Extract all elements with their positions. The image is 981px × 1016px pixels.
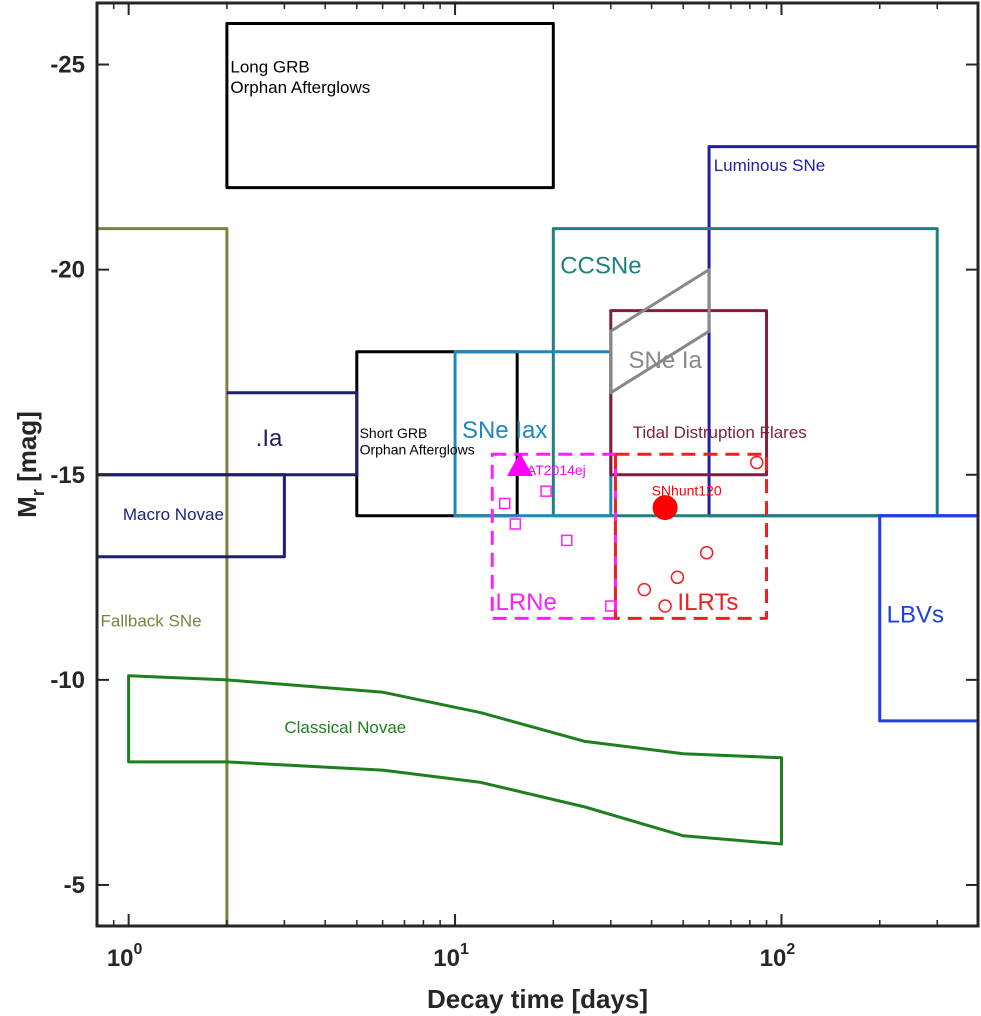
axes-layer: -5 -10 -15 -20 -25 100 101 102 — [50, 1, 980, 972]
region-label-lbvs: LBVs — [887, 601, 944, 628]
region-label-macro-novae: Macro Novae — [123, 505, 224, 524]
y-tick-label-5: -5 — [64, 872, 85, 899]
region-label-long-grb: Long GRB — [230, 58, 309, 77]
region-sne-ia — [609, 268, 711, 395]
marker-at2014ej — [507, 452, 533, 477]
marker-snhunt120 — [652, 495, 678, 521]
region-label-ccsne: CCSNe — [560, 253, 641, 280]
marker-ilrts-2 — [670, 570, 685, 585]
label-snhunt120: SNhunt120 — [652, 482, 722, 498]
region-fallback-sne — [97, 227, 229, 926]
marker-lrne-0 — [499, 497, 511, 510]
region-label-tidal-flares: Tidal Distruption Flares — [633, 423, 807, 442]
y-tick-label-25: -25 — [50, 52, 85, 79]
y-axis-title: Mr [mag] — [12, 411, 48, 518]
region-label2-short-grb: Orphan Afterglows — [360, 442, 475, 458]
region-label-fallback-sne: Fallback SNe — [101, 612, 202, 631]
marker-ilrts-3 — [699, 545, 714, 560]
region-label-short-grb: Short GRB — [360, 425, 428, 441]
marker-ilrts-0 — [637, 582, 652, 597]
x-axis-title: Decay time [days] — [427, 984, 648, 1014]
marker-lrne-3 — [561, 534, 573, 547]
y-tick-label-20: -20 — [50, 257, 85, 284]
marker-lrne-2 — [540, 485, 552, 497]
region-lbvs — [878, 514, 978, 723]
marker-ilrts-4 — [750, 455, 764, 470]
region-label-sne-iax: SNe Iax — [462, 417, 547, 444]
region-label-lrne: LRNe — [495, 589, 556, 616]
region-label-dot-ia: .Ia — [256, 425, 283, 452]
region-ccsne — [551, 227, 939, 518]
marker-lrne-1 — [509, 518, 522, 530]
region-classical-novae — [127, 674, 783, 846]
x-tick-label-1: 100 — [107, 941, 143, 972]
label-at2014ej: AT2014ej — [527, 462, 586, 478]
y-tick-label-10: -10 — [50, 667, 85, 694]
region-label-sne-ia: SNe Ia — [629, 347, 703, 374]
region-label-classical-novae: Classical Novae — [284, 718, 406, 737]
region-label2-long-grb: Orphan Afterglows — [230, 78, 370, 97]
x-tick-label-100: 102 — [760, 941, 796, 972]
plot-frame — [95, 1, 980, 928]
regions-layer — [97, 22, 978, 926]
region-lrne — [490, 452, 617, 620]
marker-ilrts-1 — [658, 599, 672, 613]
x-tick-label-10: 101 — [433, 941, 469, 972]
region-label-luminous-sne: Luminous SNe — [714, 156, 826, 175]
region-dot-ia — [97, 391, 359, 477]
region-long-grb — [225, 22, 555, 190]
points-layer — [499, 452, 764, 613]
marker-lrne-4 — [605, 600, 617, 612]
region-label-ilrts: ILRTs — [677, 589, 738, 616]
region-ilrts — [613, 452, 769, 620]
y-tick-label-15: -15 — [50, 462, 85, 489]
